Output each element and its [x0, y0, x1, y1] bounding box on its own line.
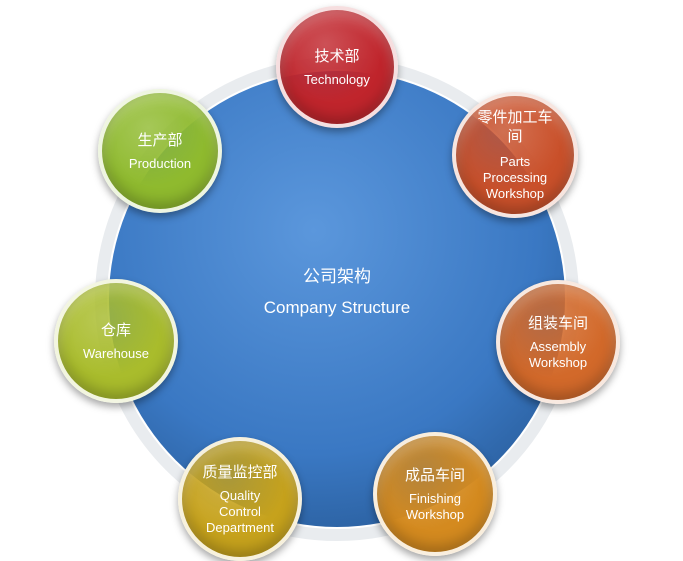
node-technology[interactable]: 技术部 Technology	[276, 6, 398, 128]
node-label-zh: 仓库	[100, 320, 131, 339]
node-warehouse[interactable]: 仓库 Warehouse	[54, 279, 178, 403]
node-label-zh: 质量监控部	[202, 462, 278, 481]
node-label-en: Parts Processing Workshop	[482, 154, 548, 201]
node-assembly[interactable]: 组装车间 Assembly Workshop	[496, 280, 620, 404]
node-label-zh: 生产部	[137, 130, 183, 149]
node-label-en: Technology	[304, 71, 370, 87]
node-label-zh: 成品车间	[404, 465, 465, 484]
center-title-zh: 公司架构	[303, 267, 371, 287]
node-label-zh: 组装车间	[527, 313, 588, 332]
node-finishing[interactable]: 成品车间 Finishing Workshop	[373, 432, 497, 556]
node-label-en: Assembly Workshop	[528, 338, 588, 370]
node-quality-control[interactable]: 质量监控部 Quality Control Department	[178, 437, 302, 561]
center-circle	[109, 71, 565, 527]
node-label-en: Warehouse	[83, 345, 149, 361]
node-label-en: Production	[128, 155, 192, 171]
node-label-en: Finishing Workshop	[405, 490, 465, 522]
node-label-zh: 技术部	[314, 46, 360, 65]
node-label-en: Quality Control Department	[206, 487, 274, 535]
center-title-en: Company Structure	[263, 298, 411, 317]
node-parts-processing[interactable]: 零件加工车 间 Parts Processing Workshop	[452, 92, 578, 218]
node-production[interactable]: 生产部 Production	[98, 89, 222, 213]
node-label-zh: 零件加工车 间	[477, 108, 553, 145]
